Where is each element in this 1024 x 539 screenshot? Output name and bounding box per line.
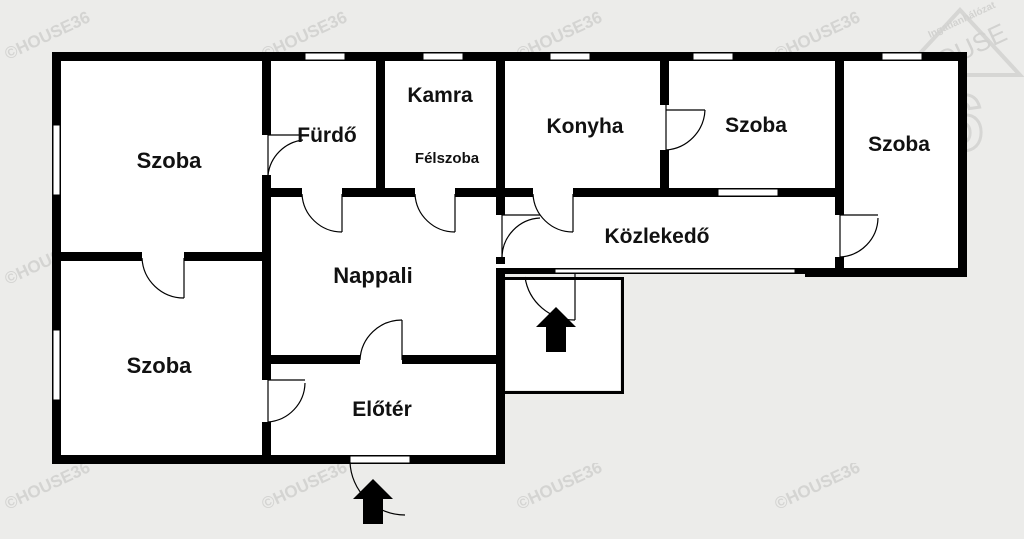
room-label-szoba-top-left: Szoba: [137, 148, 203, 173]
room-label-furdo: Fürdő: [297, 124, 356, 147]
door: [359, 319, 403, 364]
room-label-szoba-bottom-left: Szoba: [127, 353, 193, 378]
room-label-eloter: Előtér: [352, 398, 412, 421]
entrance-arrows: [353, 307, 576, 524]
porch-right: [621, 277, 624, 394]
room-label-nappali: Nappali: [333, 263, 412, 288]
window: [52, 124, 61, 196]
door: [835, 214, 879, 258]
entrance-arrow-icon: [536, 307, 576, 352]
room-label-konyha: Konyha: [546, 115, 623, 138]
window: [422, 52, 464, 61]
room-label-felszoba: Félszoba: [415, 150, 480, 167]
door: [660, 105, 706, 151]
entrance-arrow-icon: [353, 479, 393, 524]
room-labels: Szoba Szoba Fürdő Kamra Félszoba Konyha …: [127, 84, 931, 421]
wall-top: [52, 52, 965, 61]
wall-szoba-szoba: [835, 52, 844, 272]
room-label-kozlekedo: Közlekedő: [604, 225, 709, 248]
door: [496, 214, 541, 258]
door: [532, 188, 574, 233]
window: [304, 52, 346, 61]
window: [549, 52, 591, 61]
door: [414, 188, 456, 233]
wall-center-lower: [496, 268, 505, 464]
window: [881, 52, 923, 61]
windows: [52, 52, 923, 464]
porch-top: [505, 277, 624, 280]
porch-bottom: [505, 391, 624, 394]
window-entrance: [349, 455, 411, 464]
door: [262, 134, 304, 176]
window: [52, 329, 61, 401]
window: [692, 52, 734, 61]
window: [554, 268, 796, 274]
wall-bottom-right: [805, 268, 967, 277]
wall-bottom: [52, 455, 505, 464]
wall-furdo-kamra: [376, 52, 385, 197]
door: [301, 188, 343, 233]
room-label-szoba-mid-right: Szoba: [725, 114, 787, 137]
door: [141, 252, 185, 299]
doors: [141, 105, 879, 516]
door: [262, 379, 306, 423]
wall-kamra-konyha: [496, 52, 505, 264]
wall-right: [958, 52, 967, 276]
window: [717, 188, 779, 197]
room-label-szoba-far-right: Szoba: [868, 133, 930, 156]
room-label-kamra: Kamra: [407, 84, 473, 107]
